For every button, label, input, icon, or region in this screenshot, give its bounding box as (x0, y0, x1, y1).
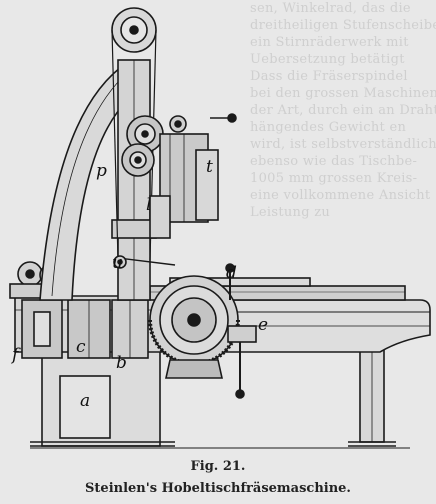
label-a: a (80, 391, 90, 411)
label-c: c (76, 337, 86, 357)
bleed-line: ein Stirnräderwerk mit (250, 35, 409, 50)
bleed-line: hängendes Gewicht en (250, 120, 407, 135)
label-b: b (116, 353, 127, 373)
bleed-line: dreitheiligen Stufenscheibe (250, 18, 436, 33)
milling-cutter (148, 275, 240, 379)
label-f: f (10, 345, 21, 365)
left-pedestal (30, 345, 175, 447)
bleed-line: Uebersetzung betätigt (250, 52, 405, 67)
figure-caption: Steinlen's Hobeltischfräsemaschine. (85, 481, 351, 496)
bleed-line: bei den grossen Maschinen (250, 86, 436, 101)
top-pulley (111, 7, 157, 261)
bleed-line: wird, ist selbstverständlich (250, 137, 436, 152)
bleed-line: eine vollkommene Ansicht (250, 188, 431, 203)
bleed-through-text: sen, Winkelrad, das die dreitheiligen Stu… (250, 0, 436, 300)
milling-head (149, 113, 237, 239)
bleed-line: ebenso wie das Tischbe- (250, 154, 418, 169)
bleed-line: Leistung zu (250, 205, 331, 220)
label-e: e (258, 315, 268, 335)
label-t: t (206, 157, 213, 177)
label-u: u (112, 253, 123, 273)
bleed-line: 1005 mm grossen Kreis- (250, 171, 418, 186)
machine-illustration: p l t u d e c b f a (9, 7, 431, 449)
label-l: l (146, 195, 151, 215)
bleed-line: der Art, durch ein an Draht (250, 103, 436, 118)
bleed-line: sen, Winkelrad, das die (250, 1, 411, 16)
hand-controls (225, 263, 257, 399)
label-p: p (96, 161, 107, 181)
label-d: d (226, 263, 237, 283)
bleed-line: Dass die Fräserspindel (250, 69, 408, 84)
gear-housings (21, 299, 149, 359)
figure-number: Fig. 21. (190, 459, 246, 474)
right-leg (348, 349, 396, 447)
